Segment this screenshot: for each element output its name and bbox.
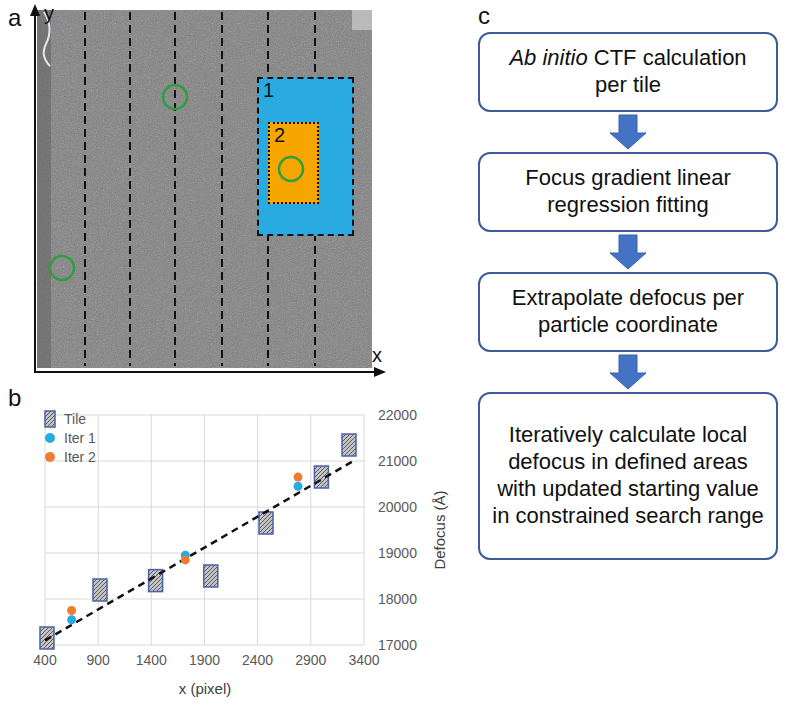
regression-line bbox=[45, 461, 353, 640]
tick-label: 20000 bbox=[378, 499, 417, 515]
grid-line bbox=[364, 415, 365, 645]
process-text: Extrapolate defocus per particle coordin… bbox=[492, 285, 764, 339]
particle-circle bbox=[163, 85, 187, 109]
region-box: 12 bbox=[257, 77, 354, 236]
tick-label: 1900 bbox=[189, 652, 220, 668]
tile-marker bbox=[259, 512, 273, 534]
flow-arrow bbox=[610, 355, 646, 389]
tick-label: 2900 bbox=[295, 652, 326, 668]
grid-line bbox=[257, 415, 258, 645]
grid-line bbox=[204, 415, 205, 645]
process-text: Iteratively calculate local defocus in d… bbox=[492, 422, 764, 529]
process-box: Extrapolate defocus per particle coordin… bbox=[478, 272, 778, 352]
tick-label: 3400 bbox=[348, 652, 379, 668]
legend-swatch bbox=[45, 433, 55, 443]
data-point bbox=[294, 482, 303, 491]
panel-letter: b bbox=[8, 384, 21, 412]
tile-marker bbox=[204, 565, 218, 587]
axis-arrowhead bbox=[30, 4, 40, 16]
axis-line bbox=[34, 371, 376, 373]
process-text: Focus gradient linear regression fitting bbox=[492, 165, 764, 219]
axis-line bbox=[34, 14, 36, 372]
tick-label: 21000 bbox=[378, 453, 417, 469]
tile-marker bbox=[93, 579, 107, 601]
image-axes bbox=[30, 4, 386, 377]
legend-row: Iter 1 bbox=[44, 429, 96, 447]
legend-swatch bbox=[45, 452, 55, 462]
tick-label: 900 bbox=[87, 652, 110, 668]
flow-arrow bbox=[610, 115, 646, 149]
particle-circles bbox=[50, 85, 187, 280]
tile-marker bbox=[342, 434, 356, 456]
data-point bbox=[294, 473, 303, 482]
axis-name: x bbox=[372, 344, 382, 367]
chart-grid bbox=[45, 415, 364, 645]
tile-divider bbox=[174, 12, 176, 366]
grid-line bbox=[45, 507, 364, 508]
iter1-points bbox=[67, 482, 302, 624]
process-box: Iteratively calculate local defocus in d… bbox=[478, 392, 778, 560]
grid-line bbox=[151, 415, 152, 645]
grid-line bbox=[45, 415, 46, 645]
tick-label: 19000 bbox=[378, 545, 417, 561]
micrograph-ground bbox=[37, 10, 372, 368]
legend-swatch bbox=[45, 411, 55, 427]
legend-text: Iter 1 bbox=[64, 430, 96, 446]
legend-text: Iter 2 bbox=[64, 449, 96, 465]
tick-label: 22000 bbox=[378, 407, 417, 423]
particle-circle bbox=[50, 256, 74, 280]
legend-row: Iter 2 bbox=[44, 448, 96, 466]
tick-label: 2400 bbox=[242, 652, 273, 668]
axis-title: Defocus (Å) bbox=[431, 490, 448, 569]
iter2-points bbox=[67, 473, 302, 615]
grid-line bbox=[45, 645, 364, 646]
flow-arrow bbox=[610, 235, 646, 269]
grid-line bbox=[310, 415, 311, 645]
micrograph-corner bbox=[352, 10, 372, 30]
data-point bbox=[67, 606, 76, 615]
micrograph bbox=[37, 10, 372, 368]
axis-title: x (pixel) bbox=[179, 680, 232, 697]
panel-letter: c bbox=[478, 2, 490, 30]
legend-swatch bbox=[44, 410, 56, 428]
region-box: 2 bbox=[268, 122, 319, 204]
legend-text: Tile bbox=[64, 411, 86, 427]
grid-line bbox=[45, 553, 364, 554]
particle-circle bbox=[279, 157, 303, 181]
legend-row: Tile bbox=[44, 410, 86, 428]
tick-label: 17000 bbox=[378, 637, 417, 653]
tile-divider bbox=[221, 12, 223, 366]
micrograph-grain bbox=[37, 10, 372, 368]
tick-label: 18000 bbox=[378, 591, 417, 607]
tile-markers bbox=[40, 434, 356, 649]
tick-label: 400 bbox=[33, 652, 56, 668]
tile-divider bbox=[129, 12, 131, 366]
data-point bbox=[181, 555, 190, 564]
process-box: Focus gradient linear regression fitting bbox=[478, 152, 778, 232]
grid-line bbox=[45, 415, 364, 416]
panel-letter: a bbox=[8, 4, 21, 32]
tick-label: 1400 bbox=[136, 652, 167, 668]
process-box: Ab initio CTF calculation per tile bbox=[478, 32, 778, 112]
tile-divider bbox=[84, 12, 86, 366]
micrograph-edge bbox=[37, 10, 51, 368]
data-point bbox=[67, 615, 76, 624]
axis-name: y bbox=[44, 2, 54, 25]
particle-circle bbox=[276, 154, 306, 184]
callout-number: 1 bbox=[263, 79, 274, 101]
axis-arrowhead bbox=[374, 367, 386, 377]
callout-number: 2 bbox=[274, 124, 285, 146]
process-text: Ab initio CTF calculation per tile bbox=[492, 45, 764, 99]
